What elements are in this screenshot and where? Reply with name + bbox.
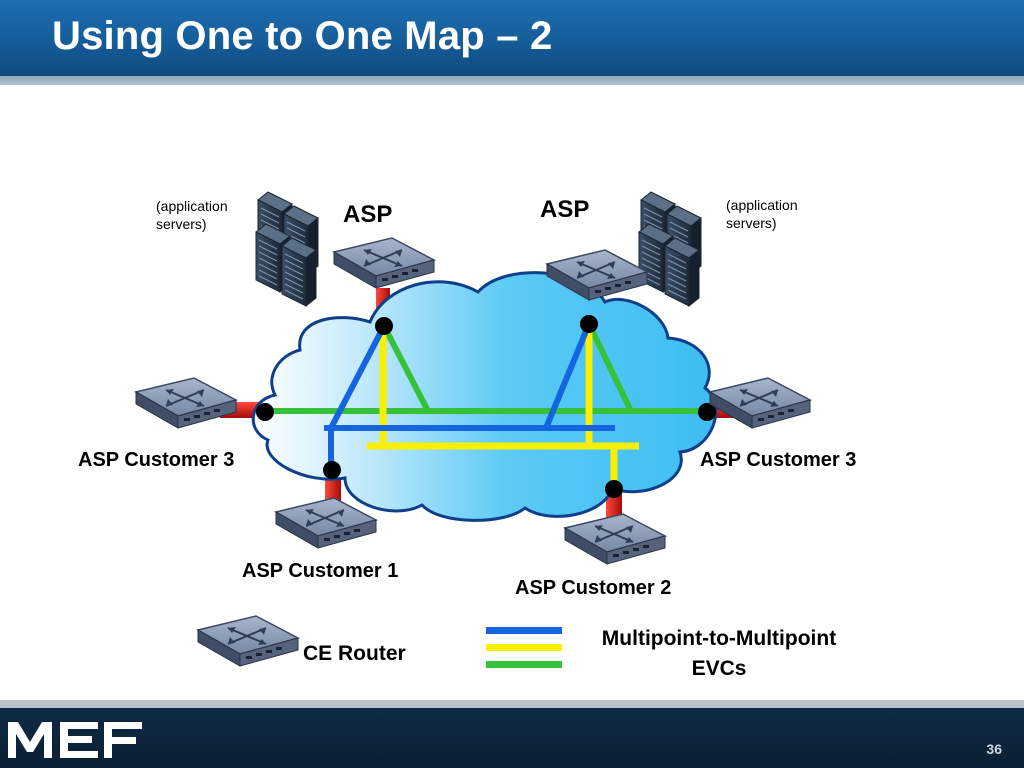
server-rack-icon-right: [638, 191, 702, 307]
legend-blue-swatch: [486, 627, 562, 634]
legend-green-swatch: [486, 661, 562, 668]
servers-label-right-line2: servers): [726, 215, 777, 231]
router-icon-customer-left: [135, 377, 237, 429]
legend-evc-label-line2: EVCs: [692, 657, 747, 680]
legend-evc-label-line1: Multipoint-to-Multipoint: [602, 627, 836, 650]
page-number: 36: [986, 741, 1002, 757]
customer-label-1: ASP Customer 1: [242, 560, 398, 582]
uni-points: [256, 315, 716, 498]
legend: CE Router Multipoint-to-Multipoint EVCs: [303, 627, 836, 680]
page-title: Using One to One Map – 2: [52, 14, 553, 58]
customer-label-right: ASP Customer 3: [700, 449, 856, 471]
customer-label-left: ASP Customer 3: [78, 449, 234, 471]
servers-label-right-line1: (application: [726, 197, 798, 213]
servers-label-left-line2: servers): [156, 216, 207, 232]
title-underline: [0, 76, 1024, 85]
carrier-ethernet-cloud: [251, 271, 718, 522]
router-icon-customer-2: [564, 513, 666, 565]
router-icon-customer-right: [709, 377, 811, 429]
asp-label-right: ASP: [540, 196, 589, 223]
router-icon-asp-left: [333, 237, 435, 289]
network-diagram: (application servers) ASP ASP (applicati…: [78, 191, 856, 680]
servers-label-left-line1: (application: [156, 198, 228, 214]
server-rack-icon-left: [255, 191, 319, 307]
asp-label-left: ASP: [343, 201, 392, 228]
router-icon-customer-1: [275, 497, 377, 549]
footer-bar: 36: [0, 708, 1024, 768]
evc-blue: [324, 322, 615, 470]
mef-logo: [8, 722, 142, 758]
legend-yellow-swatch: [486, 644, 562, 651]
customer-label-2: ASP Customer 2: [515, 577, 671, 599]
title-bar: [0, 0, 1024, 76]
router-icon-legend: [197, 615, 299, 667]
footer-divider: [0, 700, 1024, 708]
legend-router-label: CE Router: [303, 642, 406, 665]
